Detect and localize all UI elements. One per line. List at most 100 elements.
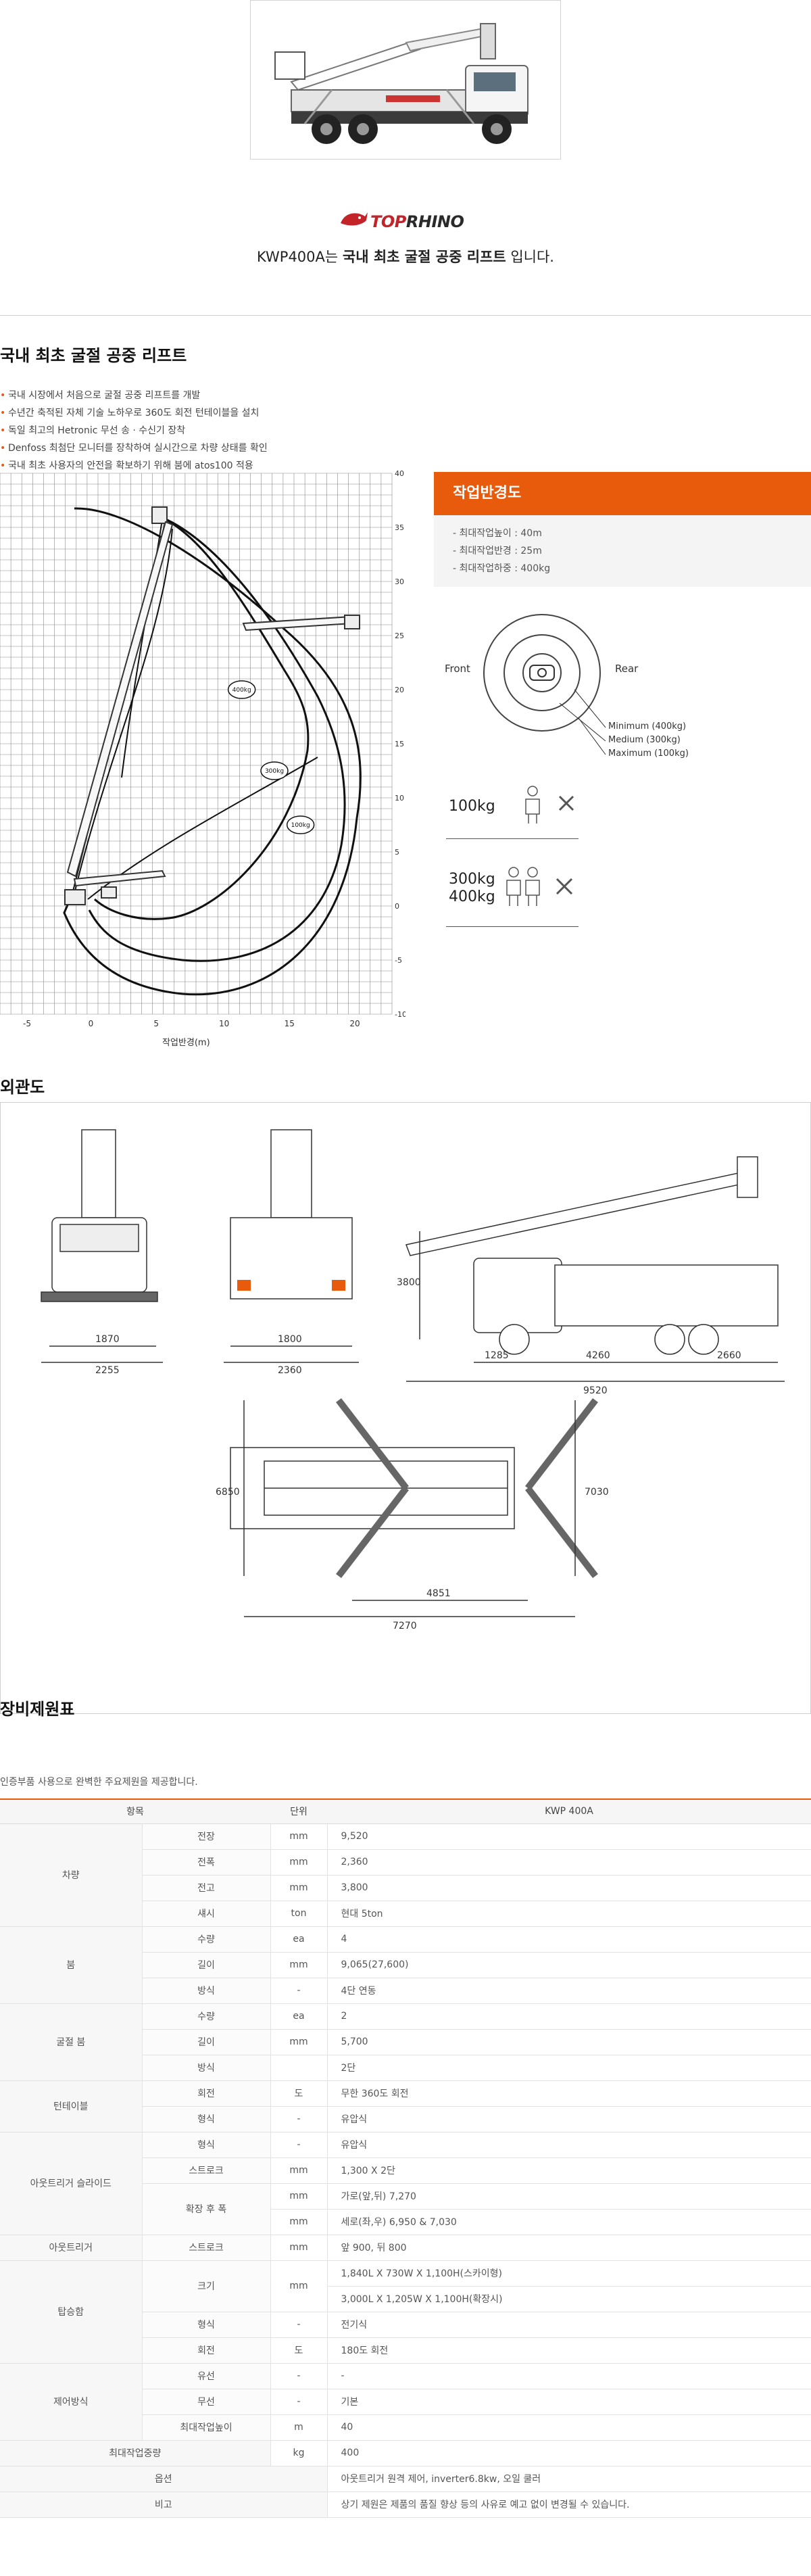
spec-subtitle: 인증부품 사용으로 완벽한 주요제원을 제공합니다.	[0, 1777, 198, 1788]
side-body	[554, 1264, 779, 1327]
table-row: 확장 후 폭 mm 가로(앞,뒤) 7,270	[0, 2183, 811, 2235]
table-row: 형식 - 유압식	[0, 2106, 811, 2132]
table-row: 아웃트리거 스트로크 mm 앞 900, 뒤 800	[0, 2235, 811, 2261]
working-range-chart: -505101520254035302520151050-5-10작업반경(m)…	[0, 467, 425, 1062]
table-row: 아웃트리거 슬라이드 형식 - 유압식	[0, 2132, 811, 2235]
y-tick-label: 20	[395, 686, 404, 694]
intro-title: 국내 최초 굴절 공중 리프트	[0, 346, 187, 365]
bullet-item: 수년간 축적된 자체 기술 노하우로 360도 회전 턴테이블을 설치	[0, 404, 406, 422]
basket-top	[151, 506, 168, 524]
dim-front-2255: 2255	[95, 1365, 120, 1376]
y-tick-label: -5	[395, 956, 402, 965]
table-row: 길이 mm 9,065(27,600)	[0, 1952, 811, 1978]
section-divider	[0, 315, 811, 316]
table-row: 방식 2단	[0, 2055, 811, 2081]
col-item: 항목	[0, 1798, 270, 1824]
table-row: 비고 상기 제원은 제품의 품질 향상 등의 사유로 예고 없이 변경될 수 있…	[0, 2491, 811, 2518]
turret	[64, 889, 86, 905]
boom-vertical	[66, 521, 174, 878]
max-height: - 최대작업높이 : 40m	[453, 528, 542, 539]
table-row: 섀시 ton 현대 5ton	[0, 1901, 811, 1927]
dim-side-1285: 1285	[485, 1350, 509, 1361]
bullet-item: 독일 최고의 Hetronic 무선 송 · 수신기 장착	[0, 422, 406, 439]
x-tick-label: 0	[89, 1019, 94, 1028]
table-row: 제어방식 유선 - -	[0, 2363, 811, 2441]
max-radius: - 최대작업반경 : 25m	[453, 546, 542, 556]
inner-line-3	[72, 528, 173, 900]
dim-side-4260: 4260	[586, 1350, 610, 1361]
table-row: 회전 도 180도 회전	[0, 2337, 811, 2364]
rear-boom	[270, 1129, 312, 1218]
ring-outer	[483, 614, 601, 732]
table-row: 최대작업중량 kg 400	[0, 2440, 811, 2466]
table-row: 최대작업높이 m 40	[0, 2414, 811, 2441]
boom-mid	[242, 615, 352, 631]
dim-side-2660: 2660	[717, 1350, 741, 1361]
envelope-300kg	[88, 514, 346, 962]
front-label: Front	[445, 663, 470, 675]
y-tick-label: 10	[395, 794, 404, 803]
dim-front-1870: 1870	[95, 1334, 120, 1345]
radius-panel-specs: - 최대작업높이 : 40m - 최대작업반경 : 25m - 최대작업하중 :…	[434, 515, 811, 587]
series-label-badge	[227, 680, 256, 699]
dim-top-6850: 6850	[216, 1487, 240, 1498]
max-load: - 최대작업하중 : 400kg	[453, 563, 551, 574]
envelope-400kg	[93, 514, 310, 920]
dim-top-7030: 7030	[585, 1487, 609, 1498]
spec-table: 항목 단위 KWP 400A 차량 전장 mm 9,520 전폭 mm 2,36…	[0, 1798, 811, 2518]
series-label: 400kg	[232, 687, 251, 694]
bullet-item: Denfoss 최첨단 모니터를 장착하여 실시간으로 차량 상태를 확인	[0, 439, 406, 457]
table-row: 방식 - 4단 연동	[0, 1978, 811, 2004]
basket-mid	[344, 615, 360, 629]
table-row: 전고 mm 3,800	[0, 1875, 811, 1901]
truck-photo	[250, 0, 561, 160]
dim-rear-1800: 1800	[278, 1334, 302, 1345]
rotation-diagram: Front Rear Minimum (400kg) Medium (300kg…	[434, 595, 811, 784]
ring-middle	[503, 634, 581, 711]
x-tick-label: 5	[153, 1019, 159, 1028]
external-view-title: 외관도	[0, 1078, 45, 1097]
y-tick-label: 0	[395, 902, 399, 911]
dim-side-3800: 3800	[397, 1277, 421, 1288]
working-range-svg: -505101520254035302520151050-5-10작업반경(m)…	[0, 469, 425, 1048]
dim-side-9520: 9520	[583, 1385, 608, 1396]
table-row: 스트로크 mm 1,300 X 2단	[0, 2157, 811, 2184]
table-row: 무선 - 기본	[0, 2389, 811, 2415]
envelope-100kg	[63, 507, 362, 996]
front-boom	[81, 1129, 116, 1218]
bullet-item: 국내 최초 사용자의 안전을 확보하기 위해 붐에 atos100 적용	[0, 457, 406, 475]
table-row: 전폭 mm 2,360	[0, 1849, 811, 1876]
legend-maximum: Maximum (100kg)	[608, 748, 689, 759]
legend-minimum: Minimum (400kg)	[608, 721, 686, 732]
load-300-400kg: 300kg 400kg	[446, 853, 581, 941]
col-unit: 단위	[270, 1798, 327, 1824]
table-row: 3,000L X 1,205W X 1,100H(확장시)	[0, 2286, 811, 2312]
load-100kg: 100kg	[446, 784, 581, 872]
intro-bullets: 국내 시장에서 처음으로 굴절 공중 리프트를 개발 수년간 축적된 자체 기술…	[0, 387, 406, 475]
series-label: 100kg	[291, 822, 310, 829]
x-tick-label: -5	[23, 1019, 31, 1028]
y-tick-label: -10	[395, 1010, 406, 1019]
two-workers-icon	[506, 867, 573, 906]
logo-wordmark: TOPRHINO	[370, 212, 464, 231]
x-axis-label: 작업반경(m)	[162, 1038, 210, 1048]
y-tick-label: 15	[395, 740, 404, 748]
tagline: KWP400A는 국내 최초 굴절 공중 리프트 입니다.	[257, 249, 554, 265]
table-row: 옵션 아웃트리거 원격 제어, inverter6.8kw, 오일 쿨러	[0, 2466, 811, 2492]
single-worker-icon	[525, 786, 574, 824]
series-label-badge	[260, 761, 289, 780]
series-label-badge	[286, 815, 315, 834]
table-row: 턴테이블 회전 도 무한 360도 회전	[0, 2080, 811, 2132]
y-tick-label: 25	[395, 631, 404, 640]
side-boom	[405, 1170, 756, 1256]
table-row: 탑승함 크기 mm 1,840L X 730W X 1,100H(스카이형)	[0, 2260, 811, 2364]
y-tick-label: 5	[395, 848, 399, 857]
dim-top-4851: 4851	[426, 1588, 451, 1599]
spec-header-row: 항목 단위 KWP 400A	[0, 1798, 811, 1824]
spec-title: 장비제원표	[0, 1700, 75, 1719]
col-model: KWP 400A	[327, 1798, 811, 1824]
bullet-item: 국내 시장에서 처음으로 굴절 공중 리프트를 개발	[0, 387, 406, 404]
table-row: 길이 mm 5,700	[0, 2029, 811, 2055]
table-row: 형식 - 전기식	[0, 2312, 811, 2338]
table-row: 굴절 붐 수량 ea 2	[0, 2003, 811, 2081]
